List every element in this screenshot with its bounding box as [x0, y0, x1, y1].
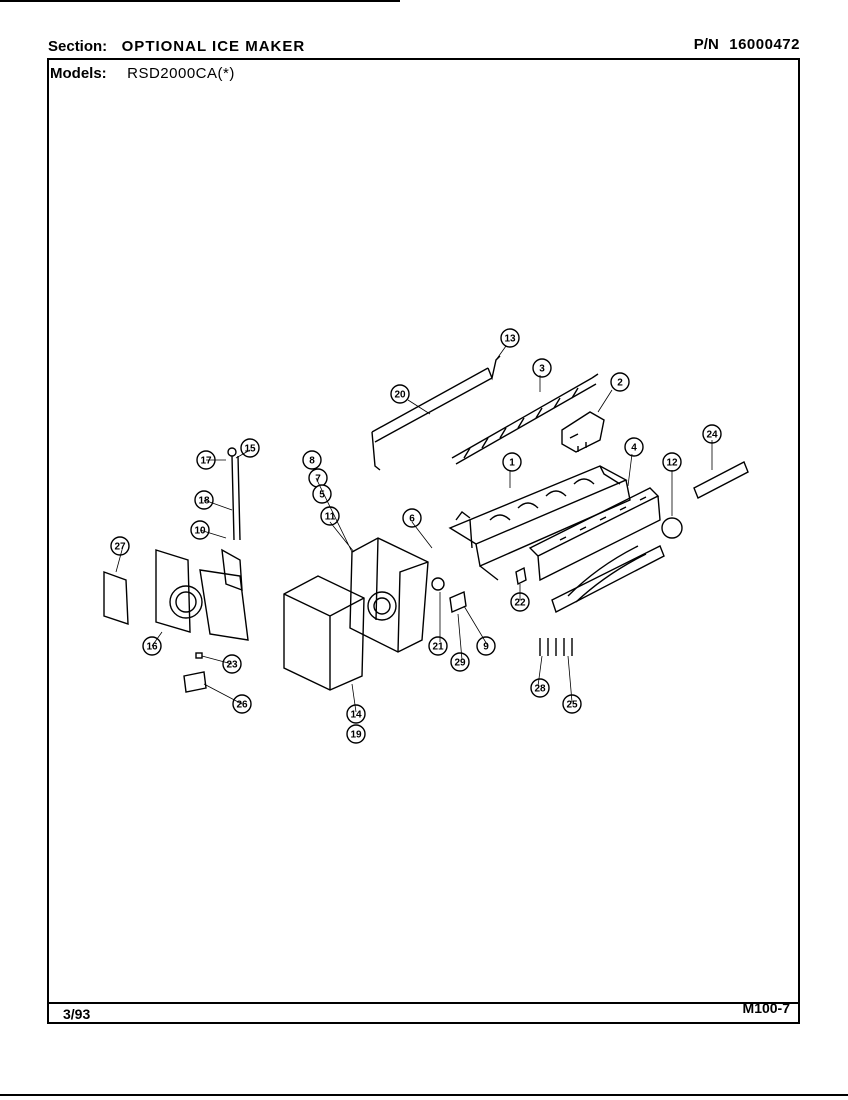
models-label: Models:	[50, 65, 107, 82]
part-shelf-bar	[371, 355, 501, 471]
callout-number: 1	[509, 458, 515, 469]
part-screws	[539, 638, 573, 656]
callout-number: 26	[236, 700, 248, 711]
callout-28: 28	[530, 678, 550, 698]
callout-number: 12	[666, 458, 678, 469]
callout-number: 22	[514, 598, 526, 609]
callout-number: 18	[198, 496, 210, 507]
callout-number: 19	[350, 730, 362, 741]
callout-3: 3	[532, 358, 552, 378]
models-heading: Models: RSD2000CA(*)	[50, 65, 235, 83]
section-label: Section:	[48, 38, 108, 55]
diagram-frame	[47, 58, 800, 1024]
callout-7: 7	[308, 468, 328, 488]
leader-lines	[115, 345, 713, 713]
callout-number: 13	[504, 334, 516, 345]
callout-1: 1	[502, 452, 522, 472]
callout-number: 2	[617, 378, 623, 389]
callout-number: 9	[483, 642, 489, 653]
revision-date: 3/93	[63, 1006, 91, 1022]
callout-27: 27	[110, 536, 130, 556]
callout-number: 14	[350, 710, 362, 721]
part-small-fittings	[431, 566, 527, 614]
callout-21: 21	[428, 636, 448, 656]
callout-number: 25	[566, 700, 578, 711]
callout-19: 19	[346, 724, 366, 744]
callout-14: 14	[346, 704, 366, 724]
models-value: RSD2000CA(*)	[127, 65, 235, 82]
callout-number: 5	[319, 490, 325, 501]
callout-29: 29	[450, 652, 470, 672]
callout-number: 23	[226, 660, 238, 671]
callout-9: 9	[476, 636, 496, 656]
part-switch	[561, 411, 605, 453]
top-rule	[0, 0, 400, 2]
callout-number: 16	[146, 642, 158, 653]
callout-number: 21	[432, 642, 444, 653]
page-code: M100-7	[742, 1000, 790, 1016]
callout-number: 27	[114, 542, 126, 553]
part-water-valve	[103, 447, 249, 641]
callout-number: 29	[454, 658, 466, 669]
callout-number: 4	[631, 443, 637, 454]
callout-number: 28	[534, 684, 546, 695]
callout-number: 15	[244, 444, 256, 455]
part-motor-housing	[349, 537, 429, 653]
part-mold	[448, 465, 631, 581]
callout-number: 8	[309, 456, 315, 467]
callout-number: 7	[315, 474, 321, 485]
callout-number: 20	[394, 390, 406, 401]
callout-6: 6	[402, 508, 422, 528]
callout-8: 8	[302, 450, 322, 470]
section-value: OPTIONAL ICE MAKER	[121, 38, 306, 55]
callout-number: 6	[409, 514, 415, 525]
callout-2: 2	[610, 372, 630, 392]
part-cover-strip	[528, 487, 661, 582]
callout-number: 24	[706, 430, 718, 441]
part-valve-fittings	[183, 652, 207, 693]
callout-number: 17	[200, 456, 212, 467]
pn-value: 16000472	[729, 36, 800, 53]
callout-number: 11	[325, 512, 336, 523]
callout-15: 15	[240, 438, 260, 458]
callout-12: 12	[662, 452, 682, 472]
callout-number: 3	[539, 364, 545, 375]
pn-label: P/N	[693, 36, 719, 53]
bottom-rule	[0, 1094, 848, 1096]
callout-5: 5	[312, 484, 332, 504]
callout-13: 13	[500, 328, 520, 348]
callout-25: 25	[562, 694, 582, 714]
part-ejector	[451, 373, 599, 465]
section-heading: Section: OPTIONAL ICE MAKER	[48, 38, 305, 56]
callout-number: 10	[194, 526, 206, 537]
callout-4: 4	[624, 437, 644, 457]
part-cover-box	[283, 575, 365, 691]
callout-20: 20	[390, 384, 410, 404]
part-tube	[693, 461, 749, 499]
callout-22: 22	[510, 592, 530, 612]
part-number: P/N 16000472	[694, 36, 800, 54]
part-harness	[551, 517, 683, 613]
